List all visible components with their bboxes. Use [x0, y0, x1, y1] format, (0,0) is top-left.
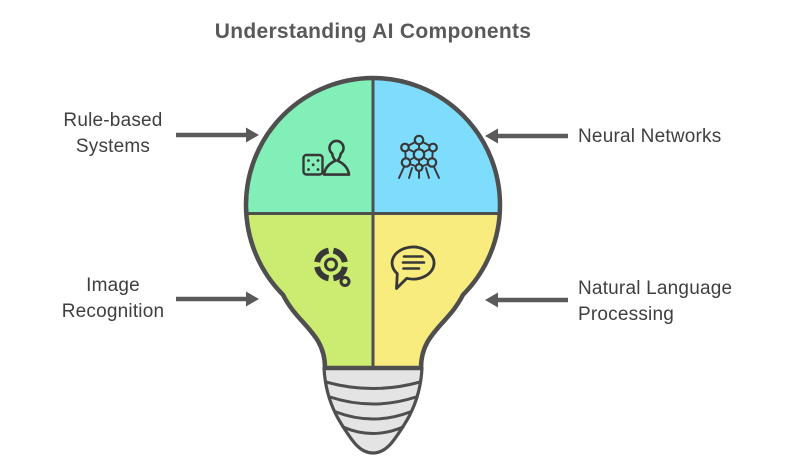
die-shape	[302, 153, 324, 176]
speech-bubble-icon	[390, 245, 436, 290]
quadrant-rule-based-systems	[245, 78, 374, 214]
game-pawn-and-die-icon	[302, 139, 351, 176]
screw-ridge-line	[334, 410, 412, 421]
label-image-recognition: Image Recognition	[61, 275, 165, 322]
label-neural-networks: Neural Networks	[578, 126, 722, 147]
label-natural-language-processing: Natural Language Processing	[578, 278, 733, 325]
screw-base-body	[322, 366, 424, 455]
arrow-head-icon	[485, 128, 498, 144]
screw-ridge-line	[341, 425, 405, 435]
bulb-outline	[243, 75, 503, 371]
image-recognition-icon	[314, 247, 351, 287]
neural-network-icon	[398, 134, 440, 179]
focus-center-circle	[324, 257, 338, 272]
quadrant-image-recognition	[245, 213, 374, 368]
network-nodes	[400, 134, 438, 173]
bulb-screw-base	[322, 366, 424, 455]
shutter-blades	[314, 247, 348, 282]
arrow-head-icon	[246, 291, 259, 307]
focus-small-circle	[339, 276, 351, 287]
quadrant-natural-language-processing	[373, 213, 501, 368]
arrow-neural-networks	[485, 128, 568, 144]
label-rule-based-systems: Rule-based Systems	[63, 110, 163, 157]
arrow-rule-based-systems	[176, 127, 259, 143]
diagram-title: Understanding AI Components	[214, 20, 532, 43]
bubble-text-lines	[401, 255, 426, 270]
arrow-image-recognition	[176, 291, 259, 307]
screw-ridge-line	[328, 395, 418, 406]
quadrant-neural-networks	[373, 78, 501, 214]
arrow-natural-language-processing	[485, 292, 568, 308]
pawn-shape	[322, 139, 351, 176]
screw-ridge-line	[324, 380, 422, 390]
arrow-head-icon	[485, 292, 498, 308]
die-dots	[307, 159, 320, 171]
arrow-head-icon	[246, 127, 259, 143]
bubble-outline	[390, 245, 436, 290]
